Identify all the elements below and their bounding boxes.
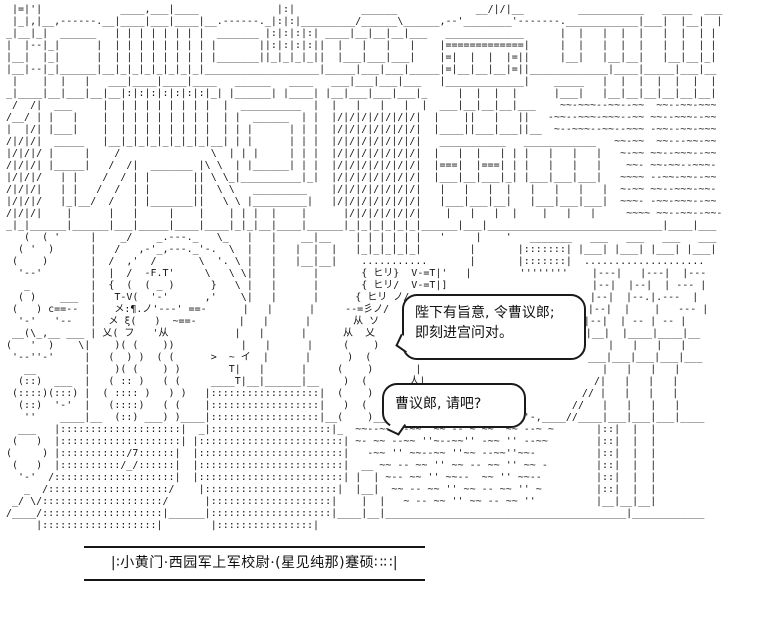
ascii-art-scene: |=|'| ____,___|____ |:| ______ __/|/|__ …: [6, 4, 723, 531]
speech-bubble-first-line-1: 陛下有旨意, 令曹议郎;: [415, 305, 555, 321]
character-caption: |∶小黄门·西园军上军校尉·(星见纯那)蹇硕∷∷|: [84, 546, 425, 581]
speech-bubble-first-line-2: 即刻进宫问对。: [415, 325, 513, 341]
character-caption-text: |∶小黄门·西园军上军校尉·(星见纯那)蹇硕∷∷|: [110, 555, 399, 571]
speech-bubble-second-line: 曹议郎, 请吧?: [395, 396, 482, 412]
speech-bubble-second: 曹议郎, 请吧?: [382, 383, 526, 436]
speech-bubble-first: 陛下有旨意, 令曹议郎; 即刻进宫问对。: [395, 294, 586, 360]
